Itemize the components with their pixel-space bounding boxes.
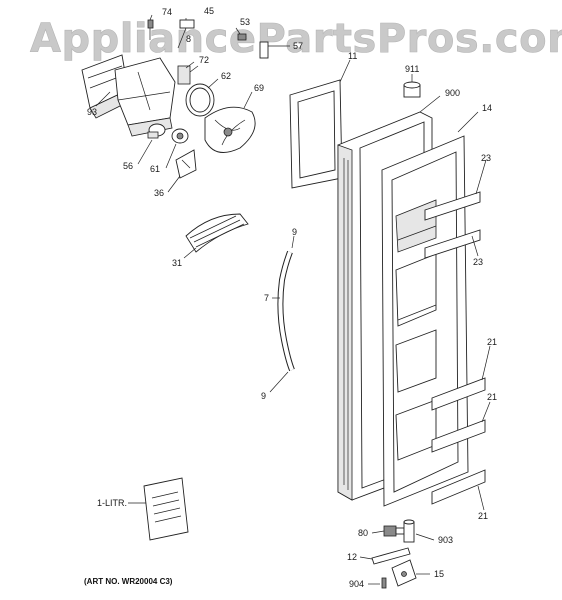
label-69: 69 (254, 83, 264, 93)
label-56: 56 (123, 161, 133, 171)
label-14: 14 (482, 103, 492, 113)
label-9a: 9 (292, 227, 297, 237)
label-57: 57 (293, 41, 303, 51)
label-15: 15 (434, 569, 444, 579)
leader-9b (269, 371, 289, 393)
part-1-litr-booklet[interactable] (143, 477, 189, 541)
label-9b: 9 (261, 391, 266, 401)
leader-31 (183, 247, 197, 259)
label-31: 31 (172, 258, 182, 268)
part-57-bracket[interactable] (259, 41, 290, 59)
art-number: (ART NO. WR20004 C3) (84, 577, 173, 586)
part-12-bracket[interactable] (371, 547, 411, 565)
leader-69 (243, 91, 253, 109)
part-62-ring[interactable] (185, 83, 215, 117)
part-72-motor-mount[interactable] (177, 65, 199, 85)
label-903: 903 (438, 535, 453, 545)
part-911-cap[interactable] (403, 81, 421, 98)
leader-80 (371, 530, 385, 534)
label-62: 62 (221, 71, 231, 81)
label-74: 74 (162, 7, 172, 17)
leader-62 (207, 78, 219, 89)
leader-12 (359, 556, 373, 560)
leader-21b (481, 401, 491, 423)
label-904: 904 (349, 579, 364, 589)
part-21-shelf-2[interactable] (431, 419, 486, 453)
leader-903 (415, 533, 435, 541)
label-21a: 21 (487, 337, 497, 347)
leader-21c (477, 485, 485, 511)
leader-23a (475, 159, 487, 195)
label-23b: 23 (473, 257, 483, 267)
part-15-housing[interactable] (391, 559, 417, 587)
label-93: 93 (87, 107, 97, 117)
leader-36 (167, 175, 181, 193)
label-53: 53 (240, 17, 250, 27)
part-23-bin-lower[interactable] (424, 229, 481, 259)
leader-14 (457, 111, 479, 133)
leader-21a (481, 345, 491, 381)
label-80: 80 (358, 528, 368, 538)
part-21-shelf-1[interactable] (431, 377, 486, 411)
leader-900 (419, 95, 441, 113)
part-31-grille[interactable] (185, 213, 249, 253)
label-61: 61 (150, 164, 160, 174)
leader-11 (339, 59, 351, 83)
part-903-fitting[interactable] (403, 519, 415, 543)
part-36-bracket[interactable] (175, 149, 197, 179)
label-900: 900 (445, 88, 460, 98)
part-53-fastener[interactable] (235, 27, 247, 41)
label-23a: 23 (481, 153, 491, 163)
leader-74 (149, 14, 153, 21)
leader-56 (137, 139, 153, 165)
part-56-bulb[interactable] (147, 123, 166, 139)
leader-61 (165, 143, 177, 169)
leader-9a (291, 235, 295, 249)
part-11-panel[interactable] (289, 79, 343, 189)
label-911: 911 (405, 64, 419, 74)
label-72: 72 (199, 55, 209, 65)
part-74-screw[interactable] (147, 19, 154, 40)
label-21c: 21 (478, 511, 488, 521)
label-11: 11 (348, 51, 357, 61)
leader-23b (471, 235, 479, 257)
part-904-screw[interactable] (381, 577, 387, 589)
part-23-bin-upper[interactable] (424, 191, 481, 221)
part-14-door-frame[interactable] (381, 135, 469, 507)
label-45: 45 (204, 6, 214, 16)
label-1litr: 1-LITR. (97, 498, 127, 508)
label-21b: 21 (487, 392, 497, 402)
part-61-socket[interactable] (171, 128, 189, 144)
part-80-valve[interactable] (383, 525, 405, 537)
label-8: 8 (186, 34, 191, 44)
part-8-fan-housing[interactable] (114, 57, 176, 137)
label-12: 12 (347, 552, 357, 562)
leader-72 (185, 61, 195, 69)
label-7: 7 (264, 293, 269, 303)
part-21-shelf-3[interactable] (431, 469, 486, 505)
part-69-fan-blade[interactable] (204, 106, 256, 153)
label-36: 36 (154, 188, 164, 198)
part-45-clip[interactable] (177, 19, 195, 49)
leader-93 (95, 91, 111, 107)
part-7-water-tube[interactable] (277, 250, 295, 372)
watermark-text: AppliancePartsPros.com (30, 16, 562, 62)
